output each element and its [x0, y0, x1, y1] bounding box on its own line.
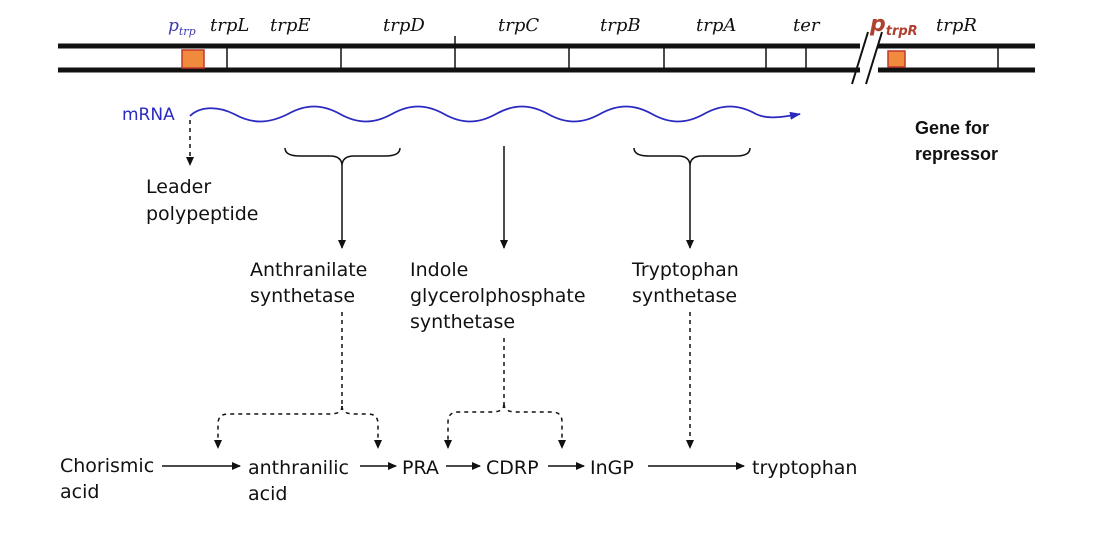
enzyme-indole-line2: glycerolphosphate — [410, 285, 586, 307]
mrna-label: mRNA — [122, 105, 175, 125]
catalysis-indole — [444, 338, 566, 449]
gene-trpE: trpE — [270, 15, 311, 36]
promoter-box — [181, 49, 205, 69]
enzyme-indole-line3: synthetase — [410, 311, 515, 333]
dna-strand — [58, 31, 1035, 85]
repressor-promoter-box — [887, 50, 906, 68]
mrna-wave — [189, 105, 801, 123]
cdrp-label: CDRP — [486, 457, 539, 479]
gene-trpL: trpL — [210, 15, 249, 36]
enzyme-tryptophan-line1: Tryptophan — [631, 259, 739, 281]
chorismic-line1: Chorismic — [60, 455, 154, 477]
repressor-promoter-label: ptrpR — [869, 12, 918, 39]
anthranilic-line1: anthranilic — [248, 457, 349, 479]
enzyme-indole-line1: Indole — [410, 259, 468, 281]
anthranilic-line2: acid — [248, 483, 287, 505]
repressor-label-line2: repressor — [915, 144, 998, 164]
tryptophan-label: tryptophan — [752, 457, 857, 479]
terminator-label: ter — [793, 15, 821, 36]
leader-label-line1: Leader — [146, 176, 211, 198]
promoter-label: ptrp — [168, 16, 196, 38]
gene-trpA: trpA — [696, 15, 736, 36]
chorismic-line2: acid — [60, 481, 99, 503]
pra-label: PRA — [402, 457, 439, 479]
gene-trpB: trpB — [600, 15, 641, 36]
repressor-label-line1: Gene for — [915, 118, 989, 138]
catalysis-anthranilate — [214, 312, 382, 449]
gene-trpR: trpR — [936, 15, 977, 36]
brace-trpE-trpD — [284, 147, 401, 167]
enzyme-tryptophan-line2: synthetase — [632, 285, 737, 307]
gene-labels: ptrp trpL trpE trpD trpC trpB trpA ter p… — [168, 12, 977, 39]
leader-label-line2: polypeptide — [146, 203, 259, 225]
brace-trpB-trpA — [633, 147, 751, 167]
enzyme-anthranilate-line2: synthetase — [250, 285, 355, 307]
enzyme-anthranilate-line1: Anthranilate — [250, 259, 367, 281]
gene-trpC: trpC — [498, 15, 539, 36]
ingp-label: InGP — [590, 457, 634, 479]
gene-trpD: trpD — [383, 15, 425, 36]
